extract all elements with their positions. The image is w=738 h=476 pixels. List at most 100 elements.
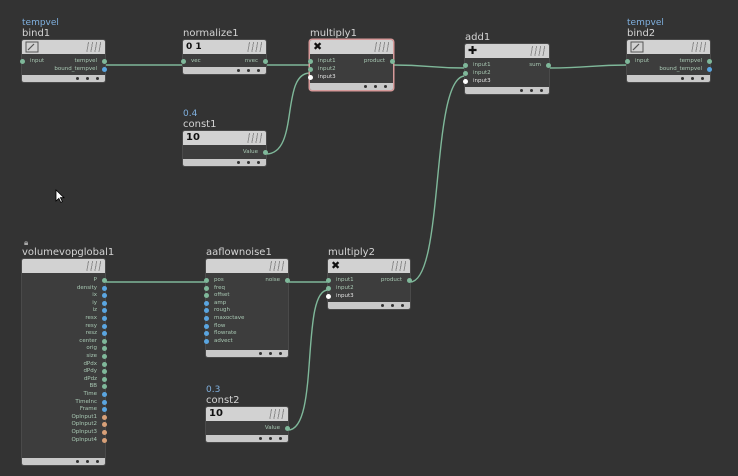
output-port[interactable] (102, 278, 107, 283)
input-port[interactable] (204, 278, 209, 283)
node-header[interactable]: ✖ (310, 40, 393, 54)
node-name-label[interactable]: bind1 (22, 28, 51, 39)
output-port[interactable] (102, 392, 107, 397)
node-body[interactable]: input tempvel bound_tempvel (20, 40, 107, 82)
input-port[interactable] (625, 59, 630, 64)
input-port[interactable] (204, 331, 209, 337)
node-bind1[interactable]: tempvel bind1 input tempvel bound_tempve… (20, 18, 107, 82)
node-header[interactable]: 10 (206, 407, 288, 421)
output-port[interactable] (263, 150, 268, 155)
output-port[interactable] (102, 407, 107, 413)
node-header[interactable] (22, 40, 105, 54)
wire-const1-multiply1[interactable] (265, 72, 311, 155)
node-add1[interactable]: add1 ✚ input1 input2 input3 sum (463, 22, 551, 94)
output-port[interactable] (707, 67, 712, 72)
output-port[interactable] (102, 414, 107, 420)
node-flags-icon[interactable] (268, 261, 284, 271)
output-port[interactable] (707, 59, 712, 64)
node-header[interactable]: ✖ (328, 259, 410, 273)
output-port[interactable] (102, 369, 107, 375)
output-port[interactable] (102, 67, 107, 72)
input-port[interactable] (204, 308, 209, 314)
node-header[interactable] (627, 40, 710, 54)
output-port[interactable] (102, 376, 107, 382)
output-port[interactable] (102, 437, 107, 443)
node-name-label[interactable]: bind2 (627, 28, 656, 39)
input-port[interactable] (326, 278, 331, 283)
output-port[interactable] (102, 430, 107, 435)
node-flags-icon[interactable] (373, 42, 389, 52)
node-flags-icon[interactable] (246, 42, 262, 52)
output-port[interactable] (102, 338, 107, 344)
input-port[interactable] (463, 63, 468, 68)
node-flags-icon[interactable] (690, 42, 706, 52)
node-body[interactable]: 0 1 vec nvec (181, 40, 268, 74)
node-bind2[interactable]: tempvel bind2 input tempvel bound_tempve… (625, 18, 712, 82)
input-port[interactable] (308, 75, 313, 80)
node-header[interactable]: ✚ (465, 44, 549, 58)
output-port[interactable] (407, 278, 412, 283)
output-port[interactable] (102, 399, 107, 405)
lock-icon[interactable]: 🔒︎ (24, 238, 29, 247)
node-header[interactable]: 10 (183, 131, 266, 145)
node-body[interactable]: 10 Value (183, 131, 268, 166)
input-port[interactable] (463, 71, 468, 76)
node-name-label[interactable]: const1 (183, 119, 217, 130)
wire-add1-bind2[interactable] (548, 64, 628, 69)
input-port[interactable] (204, 338, 209, 344)
output-port[interactable] (102, 346, 107, 352)
node-name-label[interactable]: const2 (206, 395, 240, 406)
input-port[interactable] (308, 59, 313, 64)
output-port[interactable] (102, 384, 107, 390)
node-flags-icon[interactable] (246, 133, 262, 143)
input-port[interactable] (204, 285, 209, 291)
node-body[interactable]: ✖ input1 input2 input3 product (326, 259, 412, 309)
node-multiply1[interactable]: multiply1 ✖ input1 input2 input3 product (308, 18, 395, 90)
node-flags-icon[interactable] (529, 46, 545, 56)
node-flags-icon[interactable] (85, 42, 101, 52)
output-port[interactable] (102, 300, 107, 306)
output-port[interactable] (285, 426, 290, 431)
node-multiply2[interactable]: multiply2 ✖ input1 input2 input3 product (326, 237, 412, 309)
node-header[interactable] (22, 259, 105, 273)
node-const1[interactable]: 0.4 const1 10 Value (183, 109, 268, 166)
node-name-label[interactable]: multiply1 (310, 28, 357, 39)
node-header[interactable]: 0 1 (183, 40, 266, 54)
node-body[interactable]: ✚ input1 input2 input3 sum (463, 44, 551, 94)
output-port[interactable] (102, 293, 107, 299)
node-name-label[interactable]: normalize1 (183, 28, 239, 39)
node-header[interactable] (206, 259, 288, 273)
node-flags-icon[interactable] (390, 261, 406, 271)
wire-const2-multiply2[interactable] (287, 289, 329, 431)
node-name-label[interactable]: add1 (465, 32, 491, 43)
node-body[interactable]: ✖ input1 input2 input3 product (308, 40, 395, 90)
node-flags-icon[interactable] (268, 409, 284, 419)
input-port[interactable] (326, 294, 331, 299)
input-port[interactable] (463, 79, 468, 84)
node-const2[interactable]: 0.3 const2 10 Value (206, 385, 290, 442)
input-port[interactable] (204, 316, 209, 321)
input-port[interactable] (326, 286, 331, 291)
input-port[interactable] (204, 300, 209, 306)
output-port[interactable] (102, 59, 107, 64)
output-port[interactable] (102, 331, 107, 337)
input-port[interactable] (204, 293, 209, 299)
output-port[interactable] (102, 354, 107, 359)
node-name-label[interactable]: multiply2 (328, 247, 375, 258)
input-port[interactable] (204, 323, 209, 329)
node-name-label[interactable]: aaflownoise1 (206, 247, 272, 258)
output-port[interactable] (102, 285, 107, 291)
output-port[interactable] (263, 59, 268, 64)
output-port[interactable] (285, 278, 290, 283)
output-port[interactable] (102, 308, 107, 314)
node-normalize1[interactable]: normalize1 0 1 vec nvec (181, 18, 268, 74)
output-port[interactable] (102, 361, 107, 367)
output-port[interactable] (102, 422, 107, 428)
wire-multiply2-add1[interactable] (409, 75, 466, 283)
node-flags-icon[interactable] (85, 261, 101, 271)
input-port[interactable] (20, 59, 25, 64)
node-body[interactable]: input tempvel bound_tempvel (625, 40, 712, 82)
